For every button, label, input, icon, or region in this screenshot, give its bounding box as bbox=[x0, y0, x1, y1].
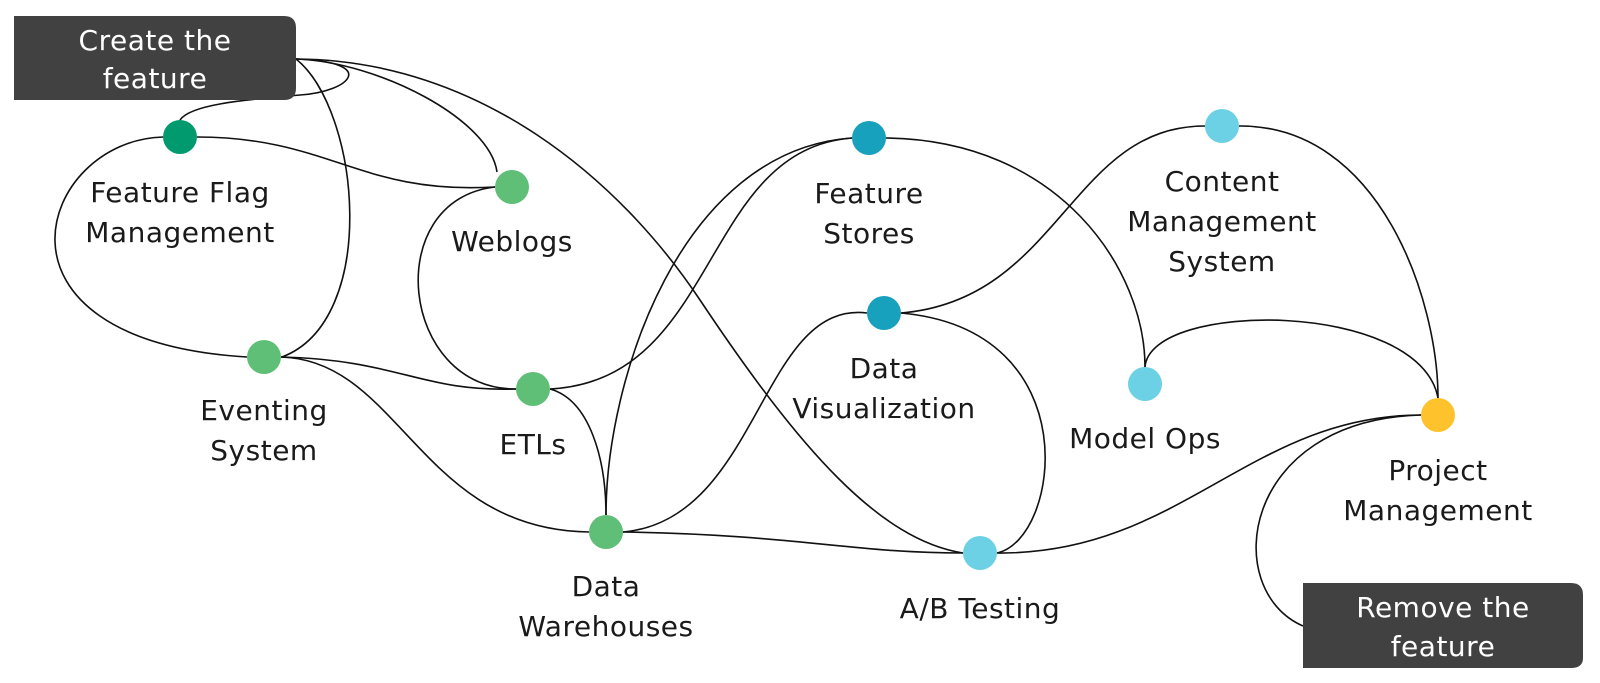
node-dot-ffm bbox=[163, 120, 197, 154]
node-dot-pm bbox=[1421, 398, 1455, 432]
edge-mops-pm bbox=[1144, 319, 1439, 399]
node-label-evt-line-2: System bbox=[210, 434, 317, 467]
edge-dv-ab bbox=[900, 312, 1046, 554]
edge-ffm-evt bbox=[54, 136, 248, 358]
node-mops: Model Ops bbox=[1069, 367, 1221, 455]
edge-dv-cms bbox=[900, 125, 1206, 314]
node-dot-dv bbox=[867, 296, 901, 330]
edge-dwh-dv bbox=[622, 311, 868, 533]
edge-ffm-web bbox=[196, 136, 496, 189]
node-label-pm-line-1: Project bbox=[1388, 454, 1487, 487]
node-label-ab-line-1: A/B Testing bbox=[900, 592, 1061, 625]
start-terminal-label-line-1: Create the bbox=[79, 24, 232, 57]
edge-evt-dwh bbox=[280, 356, 590, 533]
edge-fs-mops bbox=[885, 137, 1146, 368]
edge-evt-etl bbox=[280, 356, 517, 390]
node-dot-mops bbox=[1128, 367, 1162, 401]
node-label-fs-line-1: Feature bbox=[814, 177, 923, 210]
node-web: Weblogs bbox=[451, 170, 573, 258]
node-label-mops-line-1: Model Ops bbox=[1069, 422, 1221, 455]
node-dot-ab bbox=[963, 536, 997, 570]
edge-dwh-ab bbox=[622, 531, 964, 554]
node-dot-etl bbox=[516, 372, 550, 406]
node-label-ffm-line-1: Feature Flag bbox=[90, 176, 270, 209]
node-label-dv-line-1: Data bbox=[850, 352, 919, 385]
node-label-evt-line-1: Eventing bbox=[200, 394, 328, 427]
node-dot-cms bbox=[1205, 109, 1239, 143]
edge-ab-pm bbox=[996, 414, 1422, 554]
end-terminal-label-line-1: Remove the bbox=[1356, 591, 1529, 624]
node-label-dwh-line-1: Data bbox=[572, 570, 641, 603]
node-label-fs-line-2: Stores bbox=[823, 217, 915, 250]
start-terminal-label-line-2: feature bbox=[103, 62, 208, 95]
start-terminal: Create the feature bbox=[14, 16, 296, 100]
node-label-pm-line-2: Management bbox=[1343, 494, 1532, 527]
node-dot-fs bbox=[852, 121, 886, 155]
edge-etl-fs bbox=[549, 137, 853, 390]
node-label-cms-line-1: Content bbox=[1165, 165, 1280, 198]
edge-start-ab bbox=[295, 58, 964, 554]
node-dot-dwh bbox=[589, 515, 623, 549]
edge-start-ffm bbox=[179, 58, 350, 121]
edge-start-web bbox=[295, 58, 498, 173]
node-label-ffm-line-2: Management bbox=[85, 216, 274, 249]
node-label-cms-line-3: System bbox=[1168, 245, 1275, 278]
node-label-web-line-1: Weblogs bbox=[451, 225, 573, 258]
node-dot-web bbox=[495, 170, 529, 204]
edge-web-etl bbox=[417, 186, 517, 390]
end-terminal: Remove the feature bbox=[1303, 583, 1583, 668]
node-label-cms-line-2: Management bbox=[1127, 205, 1316, 238]
edges-layer bbox=[54, 58, 1439, 627]
end-terminal-label-line-2: feature bbox=[1391, 630, 1496, 663]
node-etl: ETLs bbox=[500, 372, 567, 461]
start-terminal-box bbox=[14, 16, 296, 100]
node-label-etl-line-1: ETLs bbox=[500, 428, 567, 461]
edge-start-evt bbox=[281, 58, 351, 358]
edge-cms-pm bbox=[1238, 125, 1439, 399]
edge-dwh-fs bbox=[605, 137, 853, 516]
end-terminal-box bbox=[1303, 583, 1583, 668]
node-label-dwh-line-2: Warehouses bbox=[518, 610, 693, 643]
node-ab: A/B Testing bbox=[900, 536, 1061, 625]
edge-etl-dwh bbox=[549, 388, 607, 516]
edge-pm-end bbox=[1255, 414, 1422, 627]
node-label-dv-line-2: Visualization bbox=[792, 392, 975, 425]
node-dot-evt bbox=[247, 340, 281, 374]
